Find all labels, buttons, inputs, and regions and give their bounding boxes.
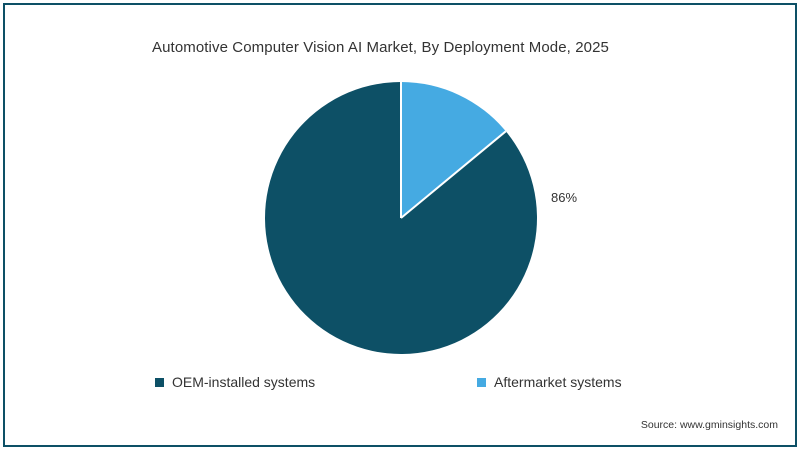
slice-separator-end [400, 130, 507, 219]
pie-slice-aftermarket[interactable] [401, 82, 506, 218]
slice-value-label-oem: 86% [551, 190, 578, 205]
chart-title: Automotive Computer Vision AI Market, By… [152, 39, 609, 56]
legend-item-oem-installed-systems[interactable]: OEM-installed systems [155, 372, 315, 392]
legend-swatch-icon [155, 377, 164, 387]
pie-chart-svg [265, 82, 538, 354]
pie-chart [265, 82, 538, 354]
legend-swatch-icon [477, 377, 486, 387]
source-attribution: Source: www.gminsights.com [640, 419, 778, 431]
pie-slice-separators [400, 82, 507, 219]
legend-item-label: OEM-installed systems [172, 374, 316, 390]
chart-legend: OEM-installed systems Aftermarket system… [0, 372, 800, 392]
legend-item-label: Aftermarket systems [494, 374, 622, 390]
legend-item-aftermarket-systems[interactable]: Aftermarket systems [477, 372, 622, 392]
